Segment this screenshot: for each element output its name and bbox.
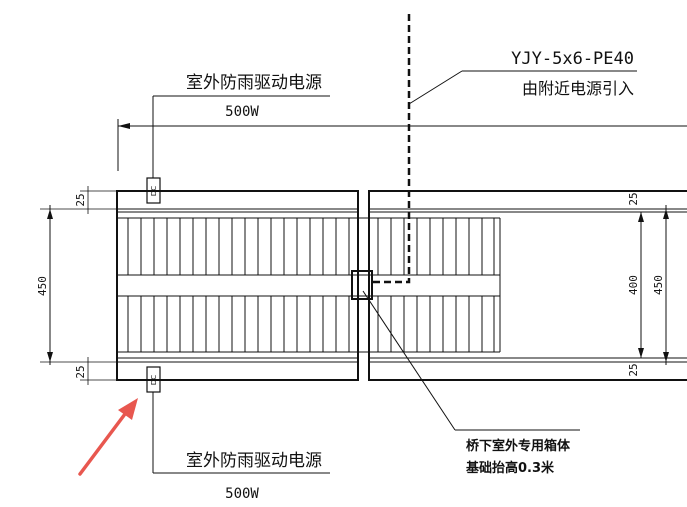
right-dim-arrow-2: [638, 348, 644, 358]
left-dim-bottom-label: 25: [74, 365, 87, 378]
left-dim-middle-label: 450: [36, 276, 49, 296]
right-dim-arrow-4: [663, 352, 669, 362]
box-title-label: 桥下室外专用箱体: [466, 438, 571, 454]
box-leader-diag: [362, 290, 456, 431]
drawing-lines: [40, 14, 687, 476]
left-panel-frame: [116, 190, 359, 381]
steps-right-lower: [377, 296, 495, 352]
drawing-text: YJY-5x6-PE40 由附近电源引入 室外防雨驱动电源 500W 室外防雨驱…: [36, 49, 665, 502]
right-dim-arrow-3: [663, 209, 669, 219]
cable-spec-label: YJY-5x6-PE40: [511, 49, 634, 69]
left-dim-arrow-2: [47, 352, 53, 362]
right-dim-outer-label: 450: [652, 275, 665, 295]
cable-dashed: [372, 14, 411, 284]
right-panel-frame: [368, 190, 687, 381]
steps-right-upper: [377, 218, 495, 275]
box-note-label: 基础抬高0.3米: [465, 460, 555, 476]
dc-top-label: DC: [150, 186, 158, 196]
dc-bottom-label: DC: [150, 375, 158, 385]
top-power-value: 500W: [225, 104, 259, 120]
bottom-power-title: 室外防雨驱动电源: [186, 451, 322, 471]
outdoor-box: [351, 270, 373, 300]
top-extent-arrowhead: [118, 123, 130, 129]
top-power-title: 室外防雨驱动电源: [186, 73, 322, 93]
left-dim-arrow-1: [47, 209, 53, 219]
right-dim-top-label: 25: [627, 192, 640, 205]
bottom-power-value: 500W: [225, 486, 259, 502]
cable-leader-diag: [408, 70, 463, 105]
steps-left-upper: [127, 218, 350, 275]
right-dim-arrow-1: [638, 212, 644, 222]
left-dim-top-label: 25: [74, 193, 87, 206]
red-pointer-arrow-icon: [78, 398, 138, 476]
steps-left-lower: [127, 296, 350, 352]
right-dim-inner-label: 400: [627, 275, 640, 295]
cable-source-label: 由附近电源引入: [522, 79, 634, 98]
right-dim-bottom-label: 25: [627, 363, 640, 376]
